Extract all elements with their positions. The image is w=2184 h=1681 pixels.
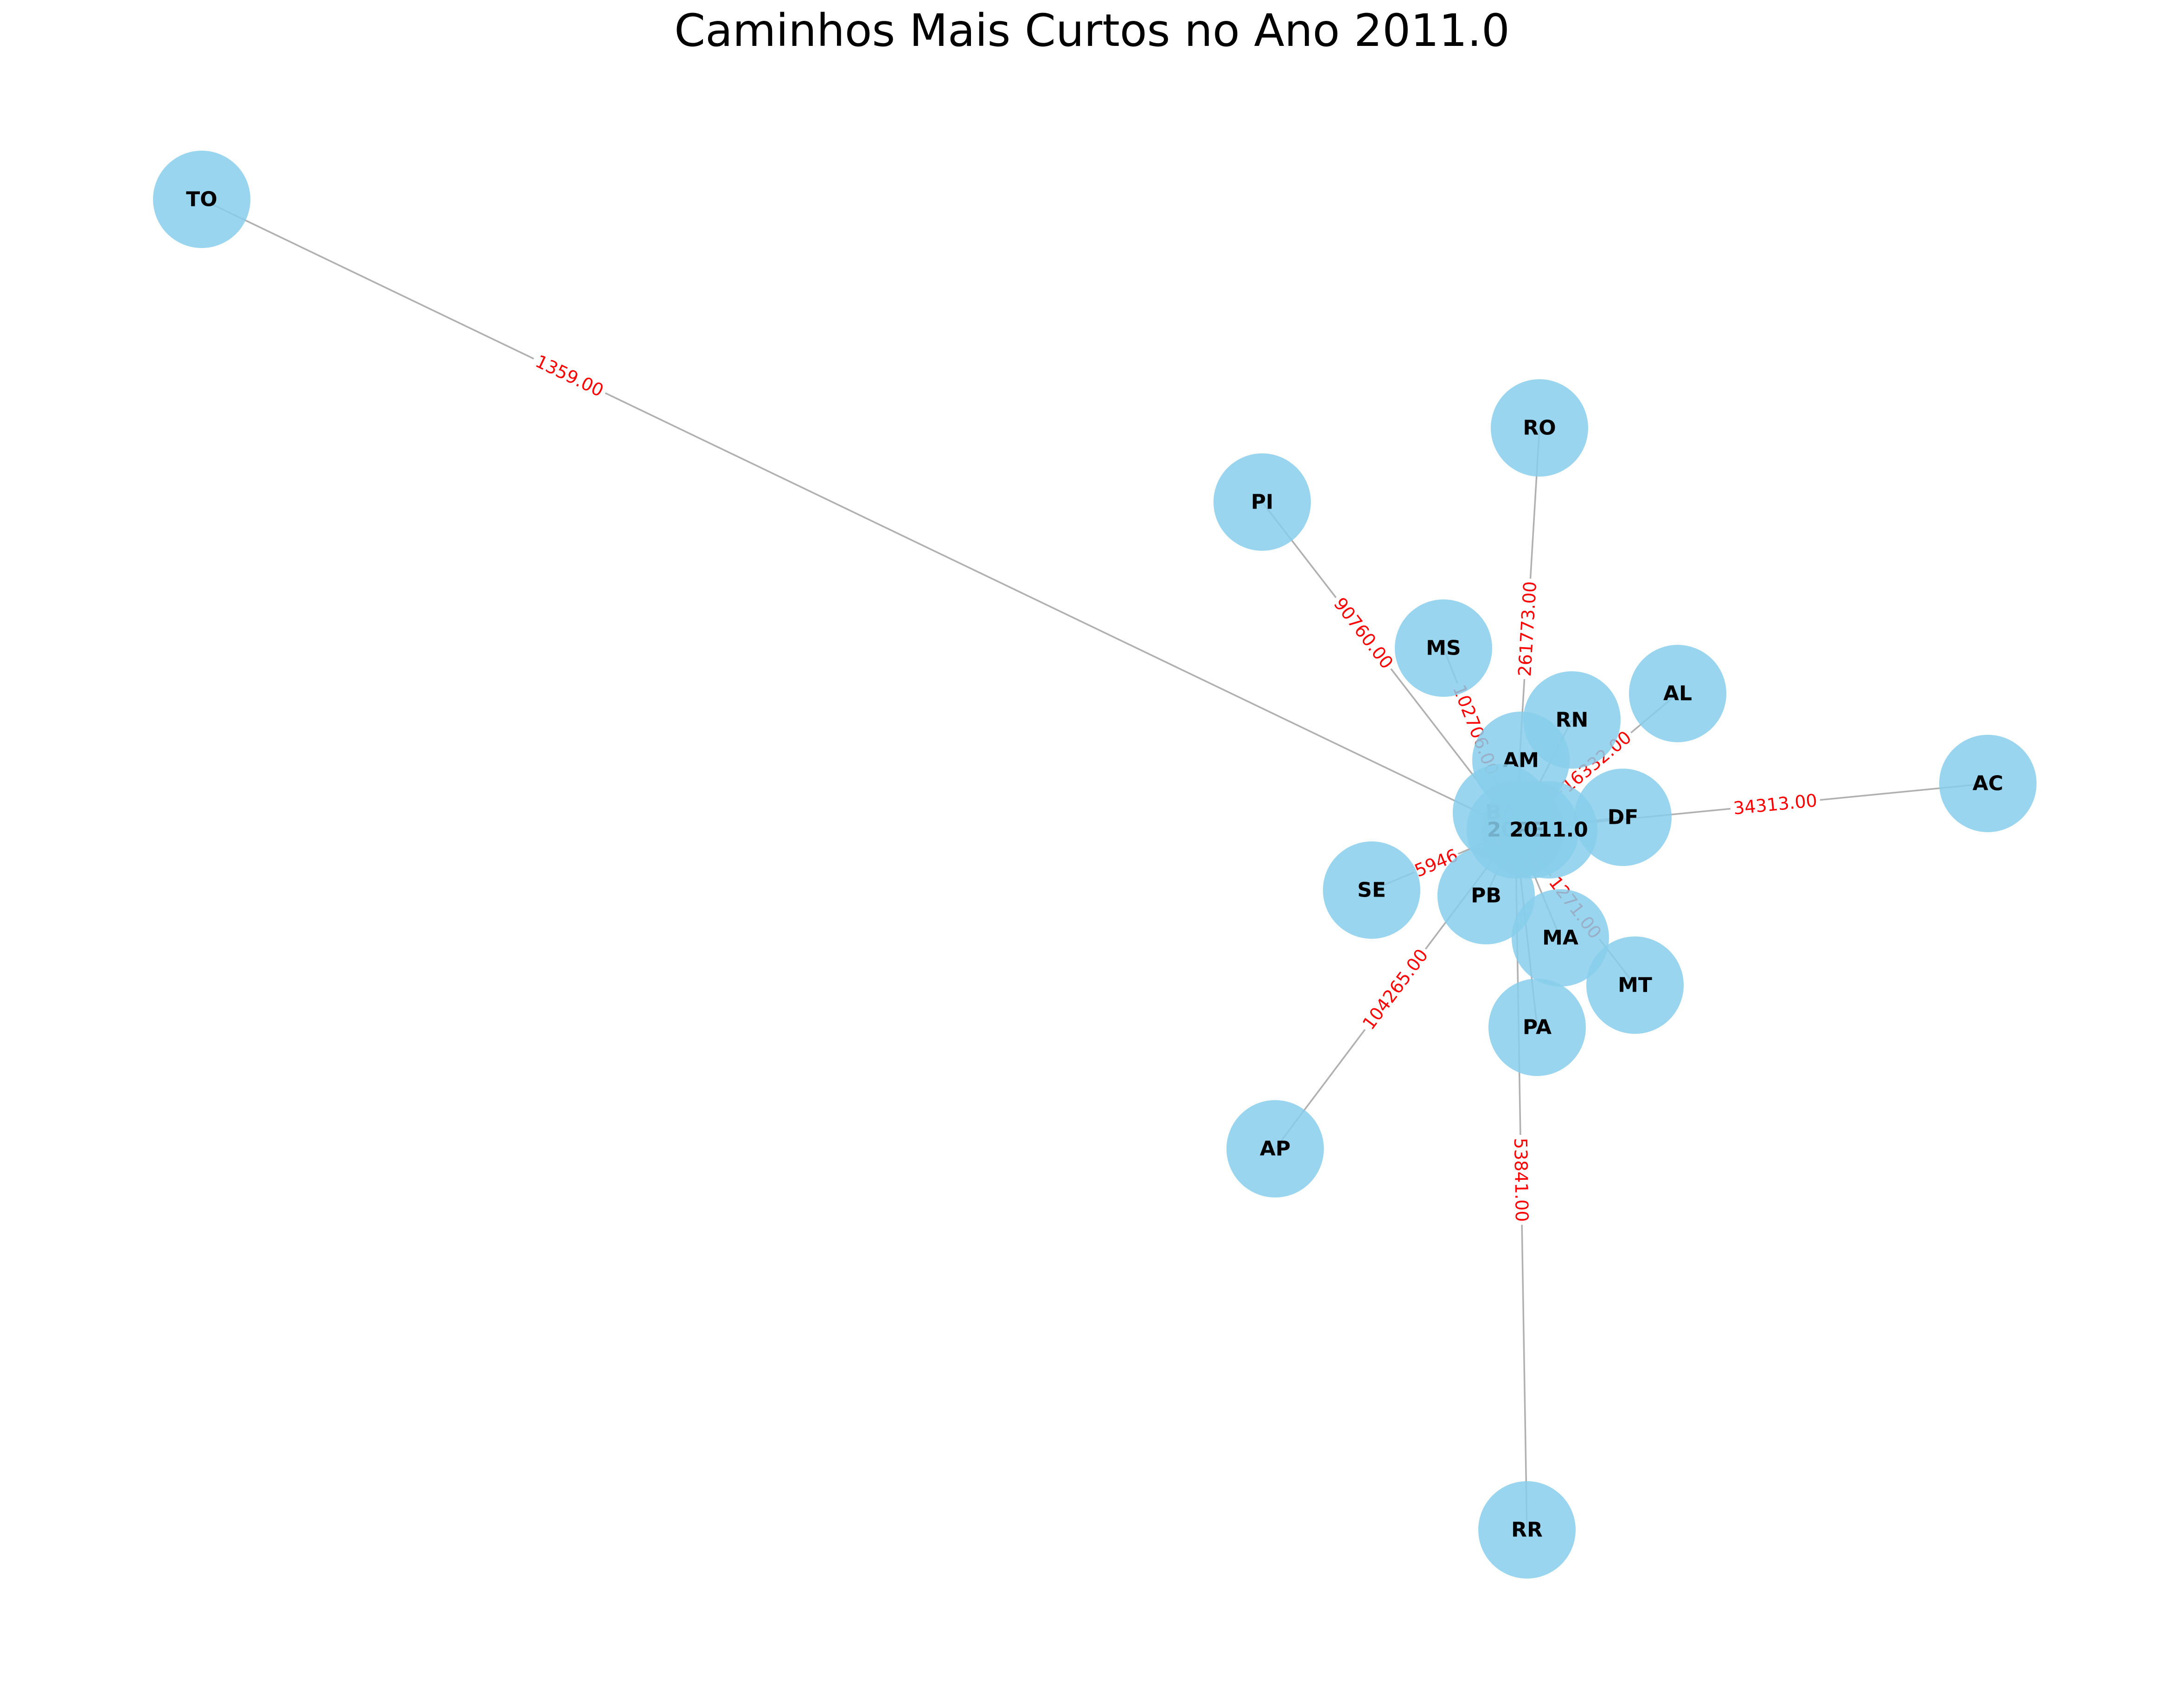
node-label: RR [1511, 1518, 1543, 1542]
node-c3[interactable]: 2011.0 [1500, 781, 1597, 879]
node-label: SE [1357, 879, 1386, 902]
edge-label-rr: 53841.00 [1509, 1134, 1533, 1225]
node-ap[interactable]: AP [1226, 1100, 1324, 1197]
node-circle [1226, 1100, 1324, 1197]
node-circle [1939, 735, 2037, 832]
node-circle [153, 151, 250, 248]
edge-to-c1 [201, 198, 1516, 831]
node-label: PA [1523, 1016, 1552, 1039]
node-label: MS [1426, 637, 1461, 660]
node-label: RO [1523, 416, 1556, 440]
node-rr[interactable]: RR [1478, 1481, 1576, 1579]
edge-label-background [1509, 1134, 1533, 1225]
node-circle [1629, 645, 1726, 742]
node-pa[interactable]: PA [1488, 979, 1586, 1076]
edge-label-background [1513, 578, 1542, 680]
nodes-layer: TOROPIMSRNALAMACBADFSEPBMAMTPAAPRR2010PE… [153, 151, 2037, 1579]
edge-label-text: 34313.00 [1732, 790, 1818, 818]
node-al[interactable]: AL [1629, 645, 1726, 742]
node-label: RN [1556, 708, 1589, 732]
node-label: TO [186, 188, 217, 211]
node-circle [1395, 599, 1492, 697]
chart-title: Caminhos Mais Curtos no Ano 2011.0 [674, 5, 1510, 57]
node-se[interactable]: SE [1323, 841, 1420, 939]
edge-label-background [1327, 591, 1400, 676]
node-ms[interactable]: MS [1395, 599, 1492, 697]
edge-label-pi: 90760.00 [1327, 591, 1400, 676]
node-ro[interactable]: RO [1491, 379, 1588, 477]
node-circle [1488, 979, 1586, 1076]
node-circle [1478, 1481, 1576, 1579]
edge-label-background [529, 349, 610, 403]
node-circle [1512, 889, 1609, 987]
edge-label-text: 90760.00 [1330, 594, 1398, 673]
node-label: 2011.0 [1509, 818, 1588, 842]
edges-layer [201, 198, 1988, 1530]
edge-label-text: 53841.00 [1510, 1138, 1532, 1222]
node-mt[interactable]: MT [1586, 936, 1684, 1034]
node-ma[interactable]: MA [1512, 889, 1609, 987]
node-label: PI [1251, 490, 1274, 514]
edge-label-text: 104265.00 [1359, 945, 1432, 1034]
node-label: AL [1663, 682, 1692, 706]
node-circle [1491, 379, 1588, 477]
node-circle [1500, 781, 1597, 879]
node-label: PB [1471, 884, 1501, 908]
edge-label-ac: 34313.00 [1729, 789, 1821, 820]
node-ac[interactable]: AC [1939, 735, 2037, 832]
edge-label-ap: 104265.00 [1356, 942, 1435, 1037]
edge-label-ro: 261773.00 [1513, 578, 1542, 680]
node-df[interactable]: DF [1574, 769, 1672, 866]
node-label: DF [1608, 806, 1639, 829]
edge-label-background [1356, 942, 1435, 1037]
node-circle [1586, 936, 1684, 1034]
node-label: MA [1542, 926, 1578, 950]
edge-label-text: 1359.00 [532, 351, 607, 401]
node-label: MT [1618, 974, 1652, 997]
node-label: AP [1260, 1137, 1290, 1161]
node-circle [1574, 769, 1672, 866]
node-circle [1213, 453, 1311, 551]
edge-label-to: 1359.00 [529, 349, 610, 403]
node-circle [1323, 841, 1420, 939]
node-pi[interactable]: PI [1213, 453, 1311, 551]
edge-label-background [1410, 843, 1462, 883]
node-label: AC [1973, 772, 2003, 796]
node-to[interactable]: TO [153, 151, 250, 248]
edge-label-background [1729, 789, 1821, 820]
